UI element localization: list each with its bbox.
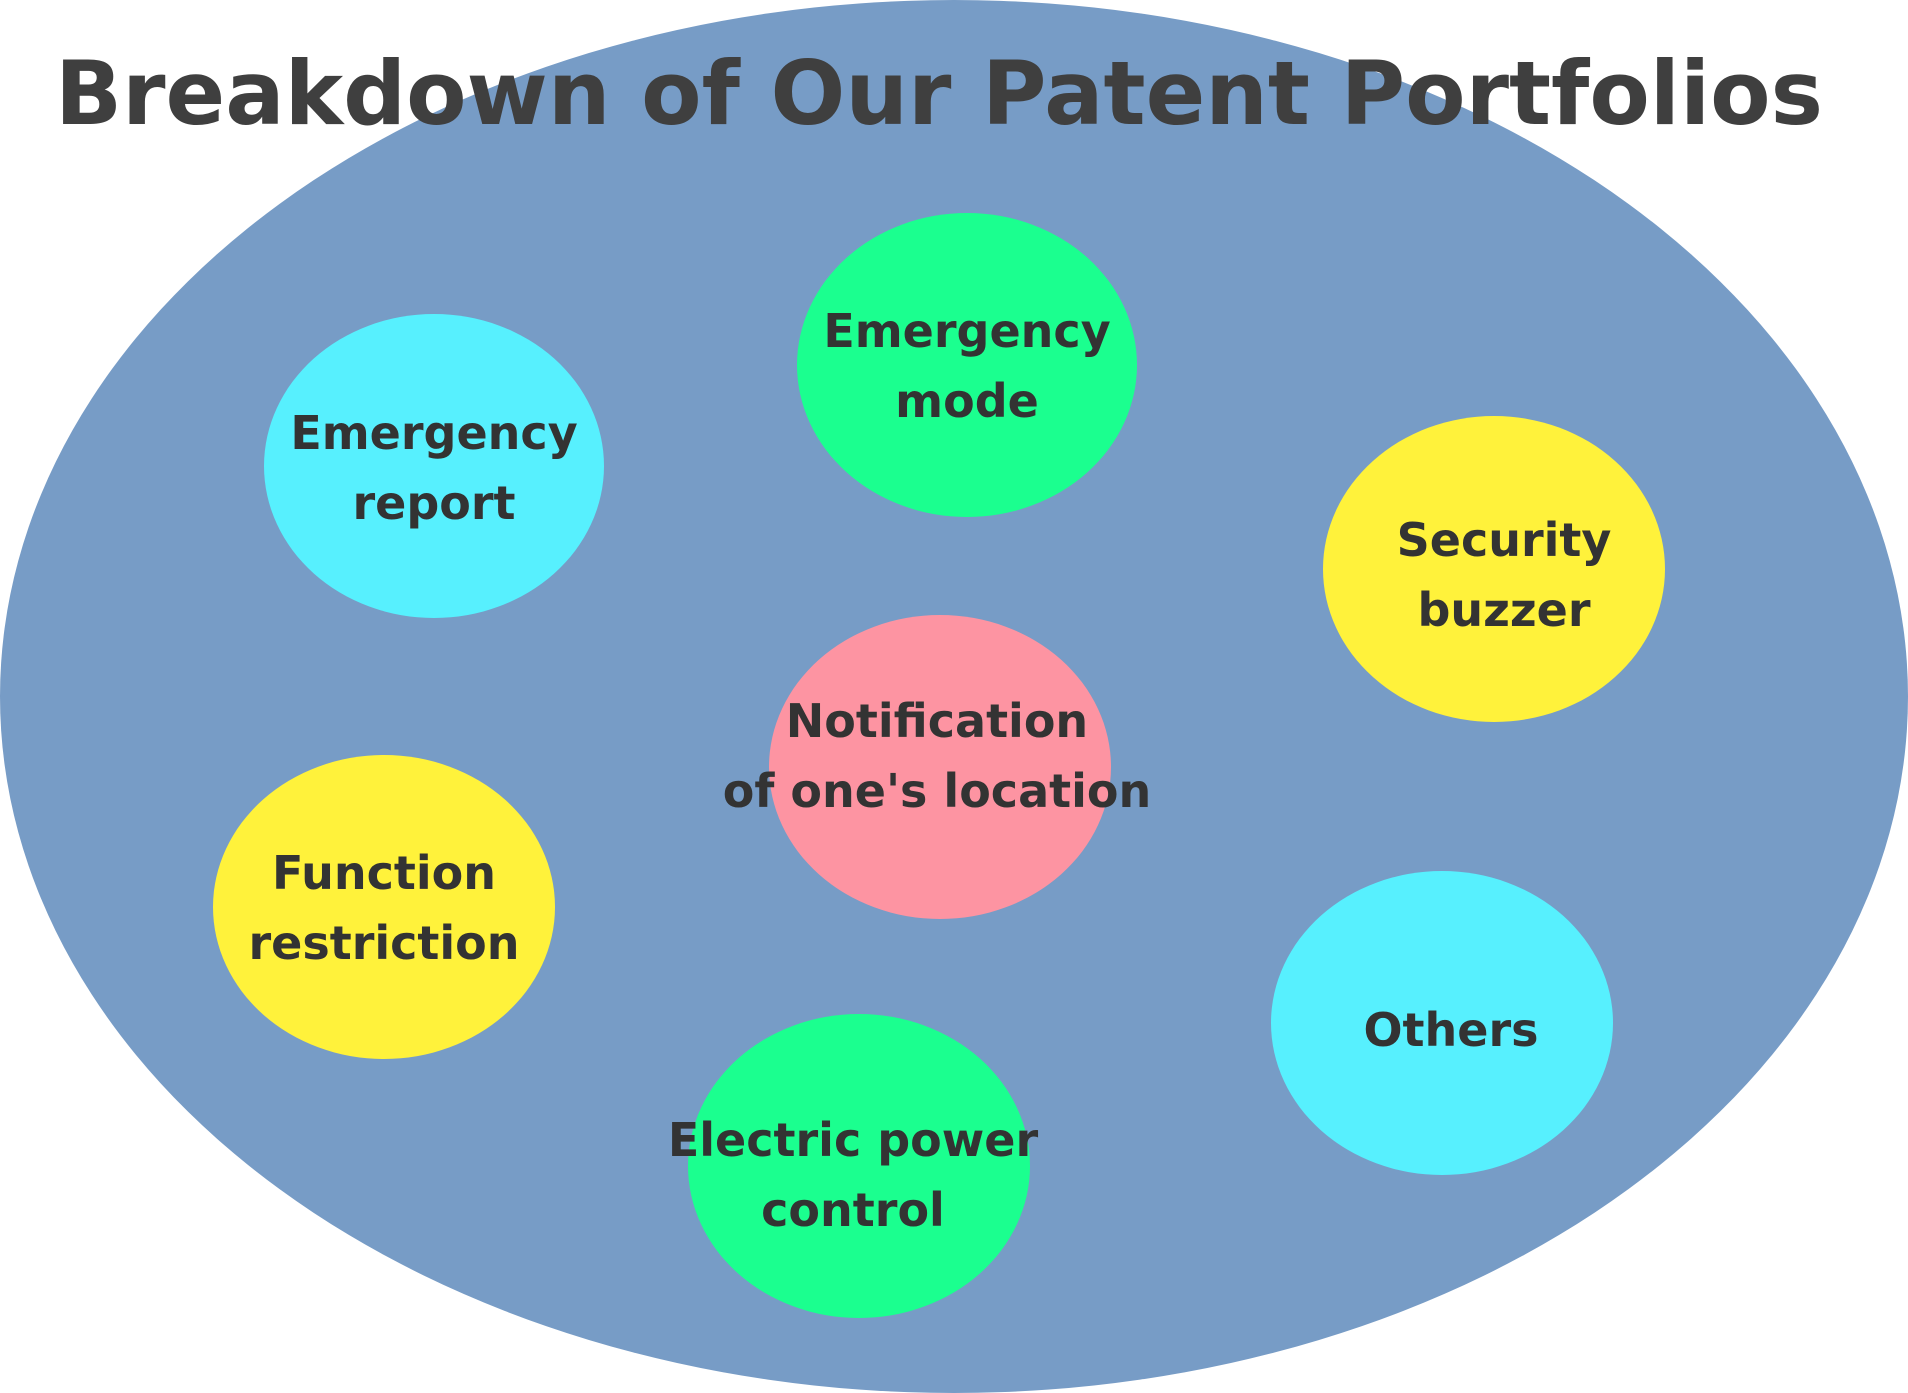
diagram-title: Breakdown of Our Patent Portfolios <box>55 42 1823 145</box>
label-function-restriction: Function restriction <box>248 838 519 978</box>
bubble-emergency-report <box>264 314 604 618</box>
bubble-security-buzzer <box>1323 416 1665 722</box>
bubble-emergency-mode <box>797 213 1137 517</box>
label-line: restriction <box>248 916 520 970</box>
bubble-notification-location <box>769 615 1111 919</box>
label-security-buzzer: Security buzzer <box>1397 505 1612 645</box>
label-line: control <box>761 1183 945 1237</box>
label-line: Function <box>271 846 496 900</box>
label-line: Security <box>1396 513 1612 567</box>
bubble-others <box>1271 871 1613 1175</box>
label-line: Emergency <box>290 406 578 460</box>
label-line: Emergency <box>823 304 1111 358</box>
label-notification-location: Notification of one's location <box>723 686 1151 826</box>
label-line: buzzer <box>1417 583 1591 637</box>
label-emergency-report: Emergency report <box>290 398 577 538</box>
label-line: report <box>352 476 516 530</box>
label-line: of one's location <box>722 764 1152 818</box>
label-line: Others <box>1363 1003 1539 1057</box>
label-electric-power-control: Electric power control <box>668 1105 1038 1245</box>
bubble-function-restriction <box>213 755 555 1059</box>
label-others: Others <box>1363 995 1538 1065</box>
label-line: Notification <box>785 694 1089 748</box>
label-emergency-mode: Emergency mode <box>823 296 1110 436</box>
label-line: mode <box>895 374 1039 428</box>
label-line: Electric power <box>667 1113 1039 1167</box>
bubble-electric-power-control <box>688 1014 1030 1318</box>
